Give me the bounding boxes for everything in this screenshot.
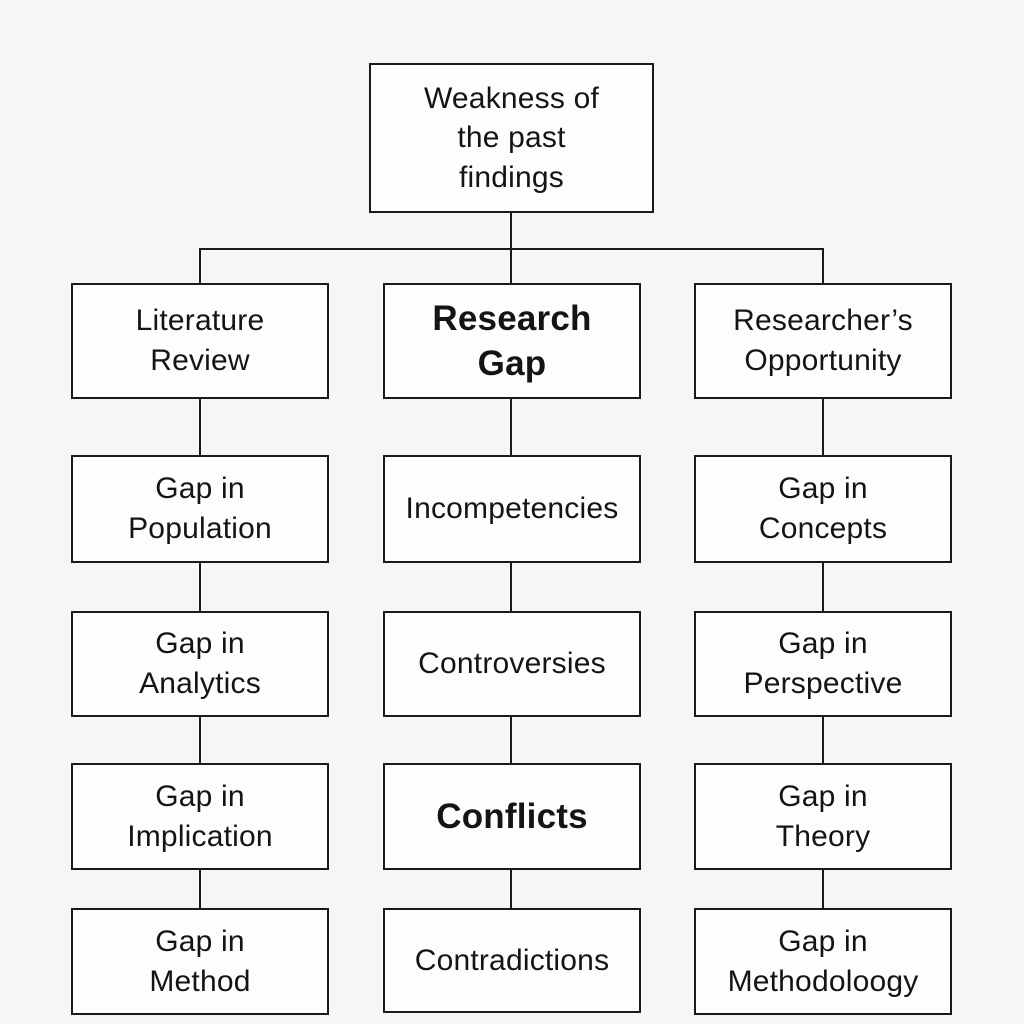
node-gap-in-methodoloogy: Gap in Methodoloogy: [694, 908, 952, 1015]
node-gap-in-analytics: Gap in Analytics: [71, 611, 329, 717]
connector-middle-seg-3: [510, 717, 512, 763]
node-label: Research Gap: [432, 298, 592, 384]
connector-drop-middle: [510, 249, 512, 283]
connector-right-seg-1: [822, 399, 824, 455]
node-label: Gap in Analytics: [139, 627, 261, 700]
connector-left-seg-2: [199, 563, 201, 611]
connector-right-seg-3: [822, 717, 824, 763]
node-label: Gap in Concepts: [758, 472, 888, 545]
node-label: Researcher’s Opportunity: [733, 304, 913, 377]
connector-left-seg-3: [199, 717, 201, 763]
node-label: Gap in Perspective: [743, 627, 903, 700]
node-controversies: Controversies: [383, 611, 641, 717]
node-label: Literature Review: [135, 304, 265, 377]
node-label: Gap in Population: [128, 472, 272, 545]
node-gap-in-concepts: Gap in Concepts: [694, 455, 952, 563]
node-label: Weakness of the past findings: [423, 81, 600, 194]
node-label: Incompetencies: [405, 492, 619, 526]
node-label: Gap in Methodoloogy: [727, 924, 919, 998]
node-gap-in-population: Gap in Population: [71, 455, 329, 563]
node-contradictions: Contradictions: [383, 908, 641, 1013]
node-incompetencies: Incompetencies: [383, 455, 641, 563]
connector-drop-left: [199, 249, 201, 283]
connector-middle-seg-2: [510, 563, 512, 611]
node-research-gap: Research Gap: [383, 283, 641, 399]
node-label: Contradictions: [414, 943, 610, 977]
node-weakness-of-past-findings: Weakness of the past findings: [369, 63, 654, 213]
node-literature-review: Literature Review: [71, 283, 329, 399]
node-gap-in-method: Gap in Method: [71, 908, 329, 1015]
node-researchers-opportunity: Researcher’s Opportunity: [694, 283, 952, 399]
node-label: Gap in Method: [149, 924, 251, 998]
node-gap-in-theory: Gap in Theory: [694, 763, 952, 870]
node-label: Controversies: [418, 647, 606, 681]
connector-root-stem: [510, 213, 512, 249]
connector-left-seg-4: [199, 870, 201, 908]
node-label: Gap in Theory: [775, 779, 871, 853]
node-label: Conflicts: [436, 796, 588, 836]
connector-left-seg-1: [199, 399, 201, 455]
node-label: Gap in Implication: [127, 779, 273, 853]
connector-right-seg-2: [822, 563, 824, 611]
connector-middle-seg-4: [510, 870, 512, 908]
node-gap-in-perspective: Gap in Perspective: [694, 611, 952, 717]
node-conflicts: Conflicts: [383, 763, 641, 870]
connector-right-seg-4: [822, 870, 824, 908]
connector-drop-right: [822, 249, 824, 283]
node-gap-in-implication: Gap in Implication: [71, 763, 329, 870]
connector-middle-seg-1: [510, 399, 512, 455]
